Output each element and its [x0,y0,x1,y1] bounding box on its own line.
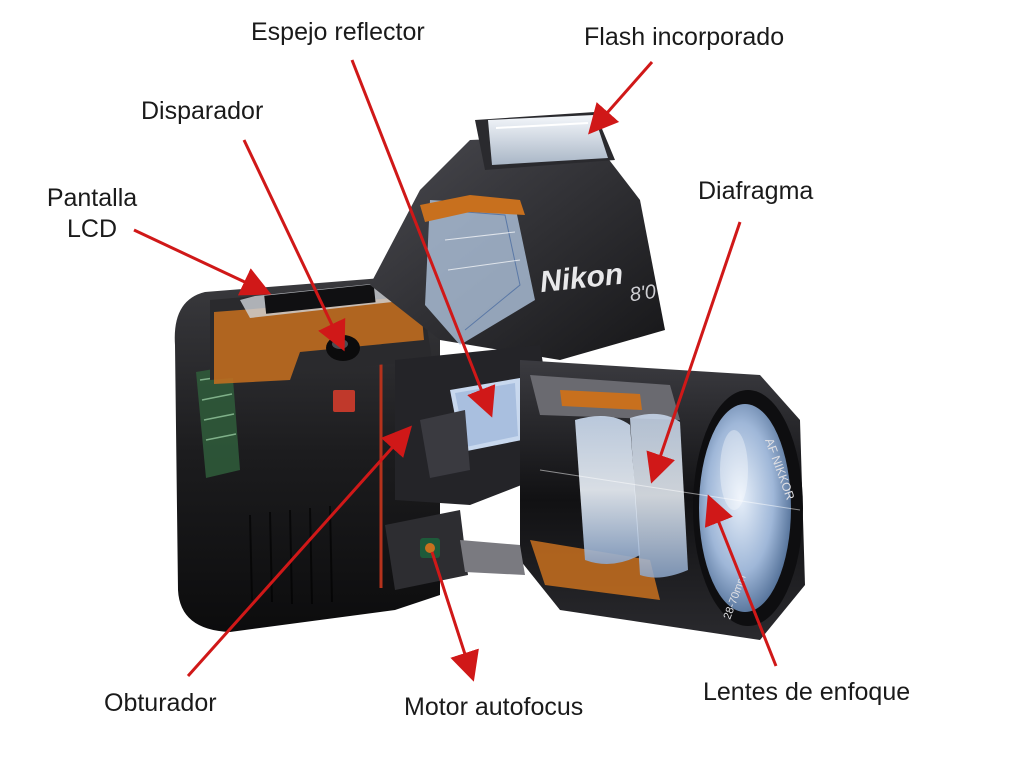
arrow-pantalla [133,228,272,296]
model-mark: 8'0 [628,281,657,306]
lens-barrel: AF NIKKOR 28-70mm [520,360,805,640]
arrow-obturador [186,425,412,677]
arrow-espejo [350,59,496,418]
label-motor-autofocus: Motor autofocus [404,693,584,721]
label-obturador: Obturador [104,689,217,717]
label-pantalla-lcd: Pantalla LCD [30,183,154,245]
arrow-motor [430,551,479,682]
arrow-diafragma [646,221,742,484]
label-espejo-reflector: Espejo reflector [251,18,425,46]
label-flash-incorporado: Flash incorporado [584,23,785,51]
prism-housing: Nikon 8'0 [370,112,665,360]
label-lentes-de-enfoque: Lentes de enfoque [703,678,911,706]
autofocus-motor [385,510,525,590]
label-pantalla-line2: LCD [66,215,117,243]
label-disparador: Disparador [141,97,264,125]
arrow-lentes [704,494,778,667]
arrow-flash [588,61,654,135]
arrow-disparador [242,139,346,352]
label-pantalla-line1: Pantalla [46,184,138,212]
callout-arrows [133,59,778,682]
label-diafragma: Diafragma [698,177,814,205]
